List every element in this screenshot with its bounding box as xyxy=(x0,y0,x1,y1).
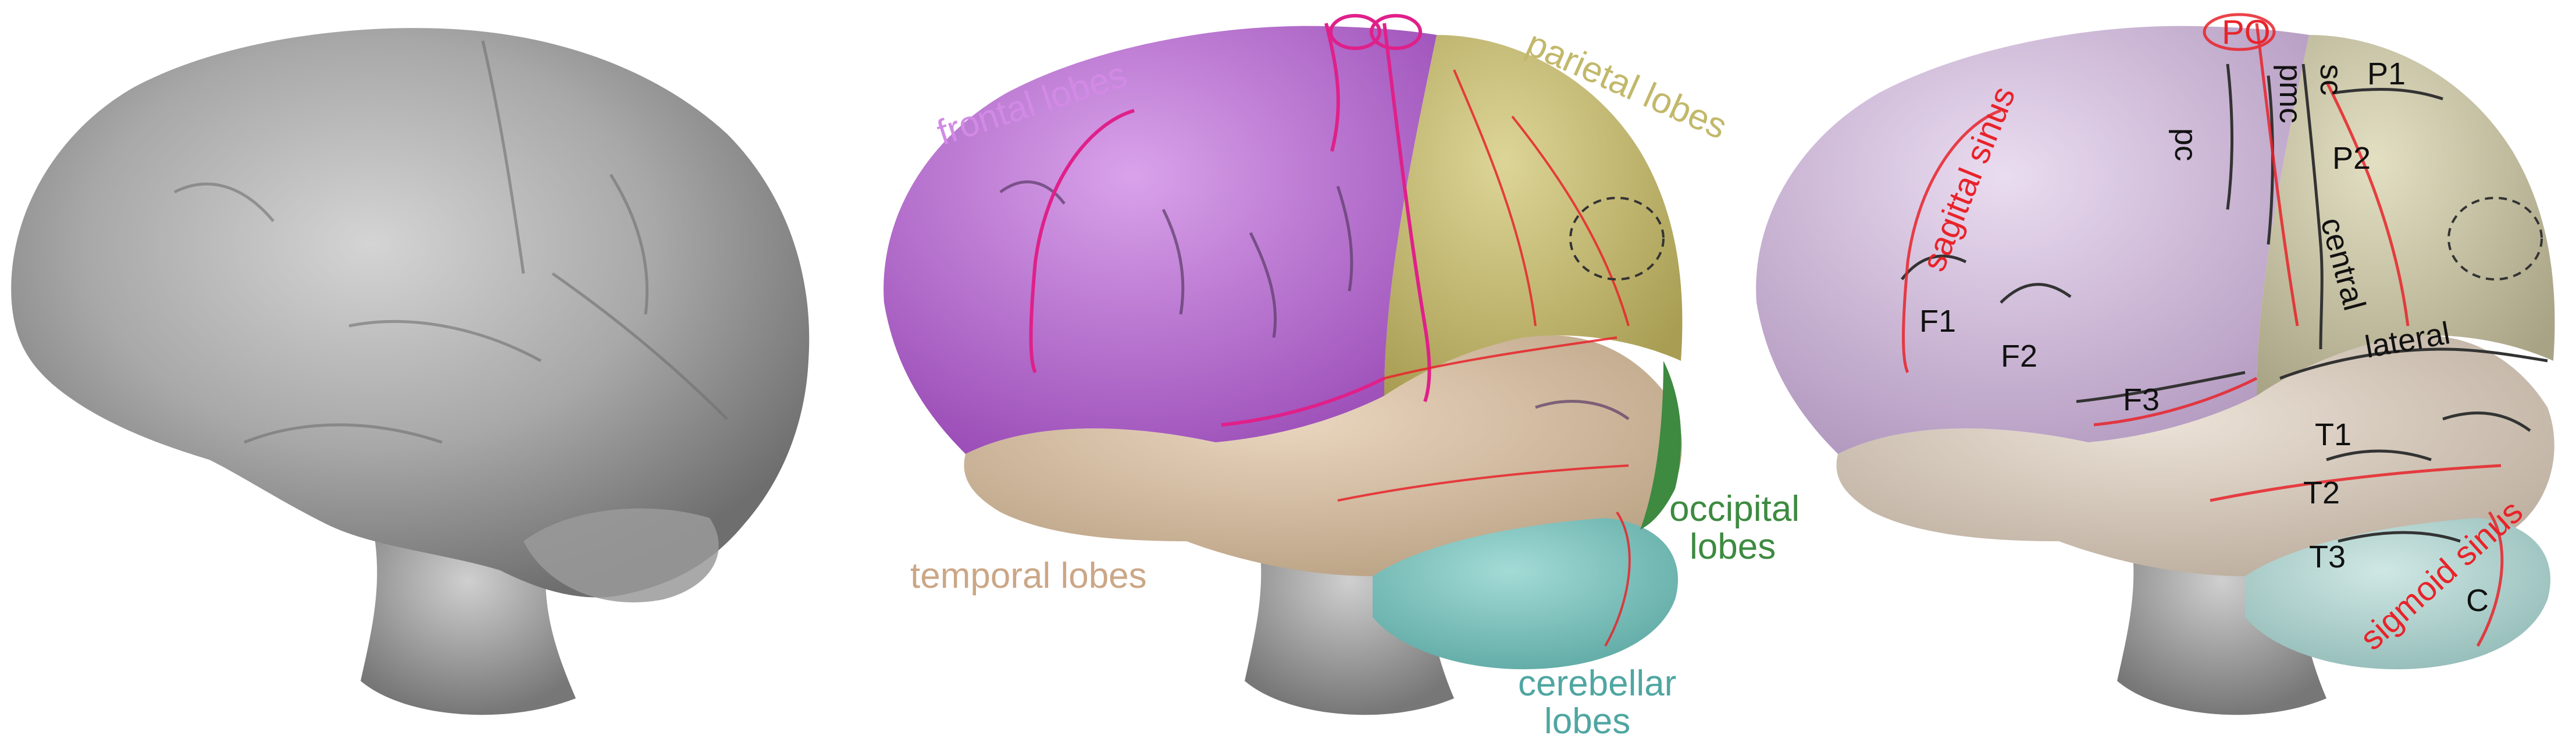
middle-dashed-region xyxy=(1569,197,1665,281)
label-F2: F2 xyxy=(2001,339,2037,374)
label-occipital-lobes-1: occipital xyxy=(1669,489,1800,529)
label-T3: T3 xyxy=(2309,539,2346,574)
middle-sulcus-lines xyxy=(999,180,1630,421)
label-PO: PO xyxy=(2222,13,2271,51)
label-temporal-lobes: temporal lobes xyxy=(910,556,1147,596)
left-surface-grooves xyxy=(173,40,728,444)
label-T2: T2 xyxy=(2303,475,2340,510)
right-frontal-region xyxy=(1756,26,2309,455)
label-P1: P1 xyxy=(2367,56,2406,91)
label-T1: T1 xyxy=(2315,417,2351,452)
middle-panel-lobes: frontal lobes parietal lobes occipital l… xyxy=(883,14,1800,741)
label-cerebellar-lobes-2: lobes xyxy=(1544,701,1630,741)
right-temporal-region xyxy=(1836,335,2554,576)
middle-vessels xyxy=(1029,14,1431,427)
left-cerebellum xyxy=(523,508,719,603)
parietal-lobe-region xyxy=(1384,35,1683,396)
middle-red-vessels xyxy=(1337,69,1631,647)
temporal-lobe-region xyxy=(964,335,1682,576)
label-occipital-lobes-2: lobes xyxy=(1690,527,1776,567)
occipital-lobe-region xyxy=(1640,361,1681,530)
label-cerebellar-lobes-1: cerebellar xyxy=(1518,663,1676,704)
label-P2: P2 xyxy=(2332,141,2371,176)
right-panel-sulci: PO pc pmc sc P1 P2 central lateral F1 F2… xyxy=(1756,13,2555,715)
frontal-lobe-region xyxy=(883,26,1437,455)
label-C: C xyxy=(2466,583,2489,618)
label-pmc: pmc xyxy=(2273,64,2308,123)
right-parietal-region xyxy=(2257,35,2555,396)
label-F1: F1 xyxy=(1919,304,1956,339)
cerebellar-lobe-region xyxy=(1373,518,1678,669)
label-F3: F3 xyxy=(2123,382,2160,417)
right-sinus-vessels xyxy=(1902,13,2504,647)
right-cerebellar-region xyxy=(2245,518,2550,669)
left-brain-surface xyxy=(11,28,810,598)
right-dashed-region xyxy=(2447,197,2543,281)
label-pc: pc xyxy=(2168,128,2203,161)
left-panel-endocast xyxy=(11,28,810,715)
label-sc: sc xyxy=(2314,64,2349,95)
